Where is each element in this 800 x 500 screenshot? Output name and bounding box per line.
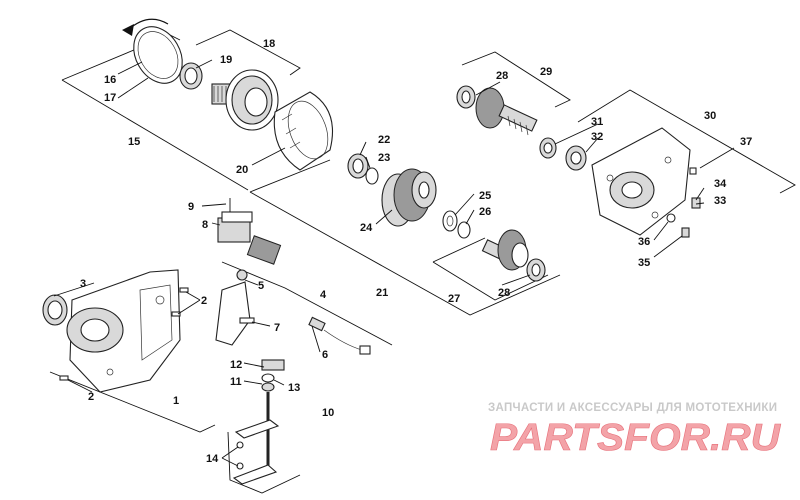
callout-15: 15 (128, 136, 140, 148)
callout-20: 20 (236, 164, 248, 176)
callout-19: 19 (220, 54, 232, 66)
clutch-drum-part-20 (273, 91, 334, 171)
callout-12: 12 (230, 359, 242, 371)
shift-motor-part-8 (217, 198, 282, 265)
callout-6: 6 (322, 349, 328, 361)
callout-labels: 1 2 2 3 4 5 6 7 8 9 10 11 12 13 14 15 16… (80, 38, 752, 465)
callout-29: 29 (540, 66, 552, 78)
bearing-part-19 (179, 62, 203, 90)
callout-22: 22 (378, 134, 390, 146)
callout-27: 27 (448, 293, 460, 305)
bolt-part-33 (666, 167, 701, 238)
output-shaft-part-29 (475, 87, 538, 136)
gear-cluster-part-24 (381, 168, 437, 227)
callout-31: 31 (591, 116, 603, 128)
callout-9: 9 (188, 201, 194, 213)
callout-14: 14 (206, 453, 219, 465)
callout-3: 3 (80, 278, 86, 290)
callout-35: 35 (638, 257, 650, 269)
callout-30: 30 (704, 110, 716, 122)
callout-28-lower: 28 (498, 287, 510, 299)
callout-13: 13 (288, 382, 300, 394)
svg-text:PARTSFOR.RU: PARTSFOR.RU (490, 417, 782, 456)
gear-shaft-part-27 (481, 229, 529, 271)
seal-part-31 (539, 137, 587, 171)
callout-8: 8 (202, 219, 208, 231)
ring-gear-part-16 (133, 26, 183, 84)
shift-fork-assembly-part-10 (232, 359, 285, 485)
watermark-subtitle: ЗАПЧАСТИ И АКСЕССУАРЫ ДЛЯ МОТОТЕХНИКИ (488, 402, 778, 414)
leader-lines (53, 59, 735, 467)
callout-25: 25 (479, 190, 491, 202)
callout-34: 34 (714, 178, 727, 190)
seal-part-3 (42, 294, 68, 326)
callout-28-upper: 28 (496, 70, 508, 82)
bearing-part-22 (347, 153, 379, 185)
clutch-hub-part (211, 69, 279, 131)
callout-5: 5 (258, 280, 264, 292)
callout-1: 1 (173, 395, 179, 407)
callout-2b: 2 (88, 391, 94, 403)
callout-10: 10 (322, 407, 334, 419)
sensor-part-6 (308, 316, 371, 355)
seal-part-28-lower (526, 258, 546, 282)
callout-36: 36 (638, 236, 650, 248)
callout-2a: 2 (201, 295, 207, 307)
callout-17: 17 (104, 92, 116, 104)
callout-7: 7 (274, 322, 280, 334)
callout-21: 21 (376, 287, 388, 299)
gear-case-cover-part-30 (591, 127, 691, 236)
rotation-arrow-icon (122, 18, 169, 36)
seal-part-28-upper (456, 85, 476, 109)
callout-4: 4 (320, 289, 327, 301)
bracket-part-5 (215, 269, 255, 346)
callout-18: 18 (263, 38, 275, 50)
callout-24: 24 (360, 222, 373, 234)
watermark: ЗАПЧАСТИ И АКСЕССУАРЫ ДЛЯ МОТОТЕХНИКИ PA… (488, 402, 788, 456)
callout-23: 23 (378, 152, 390, 164)
crankcase-part-1 (66, 269, 181, 393)
callout-11: 11 (230, 376, 242, 388)
callout-32: 32 (591, 131, 603, 143)
dowel-pin-part-2 (59, 287, 189, 381)
callout-16: 16 (104, 74, 116, 86)
callout-37: 37 (740, 136, 752, 148)
partsfor-logo: PARTSFOR.RU (490, 417, 782, 456)
washer-part-25 (442, 210, 471, 239)
callout-26: 26 (479, 206, 491, 218)
callout-33: 33 (714, 195, 726, 207)
